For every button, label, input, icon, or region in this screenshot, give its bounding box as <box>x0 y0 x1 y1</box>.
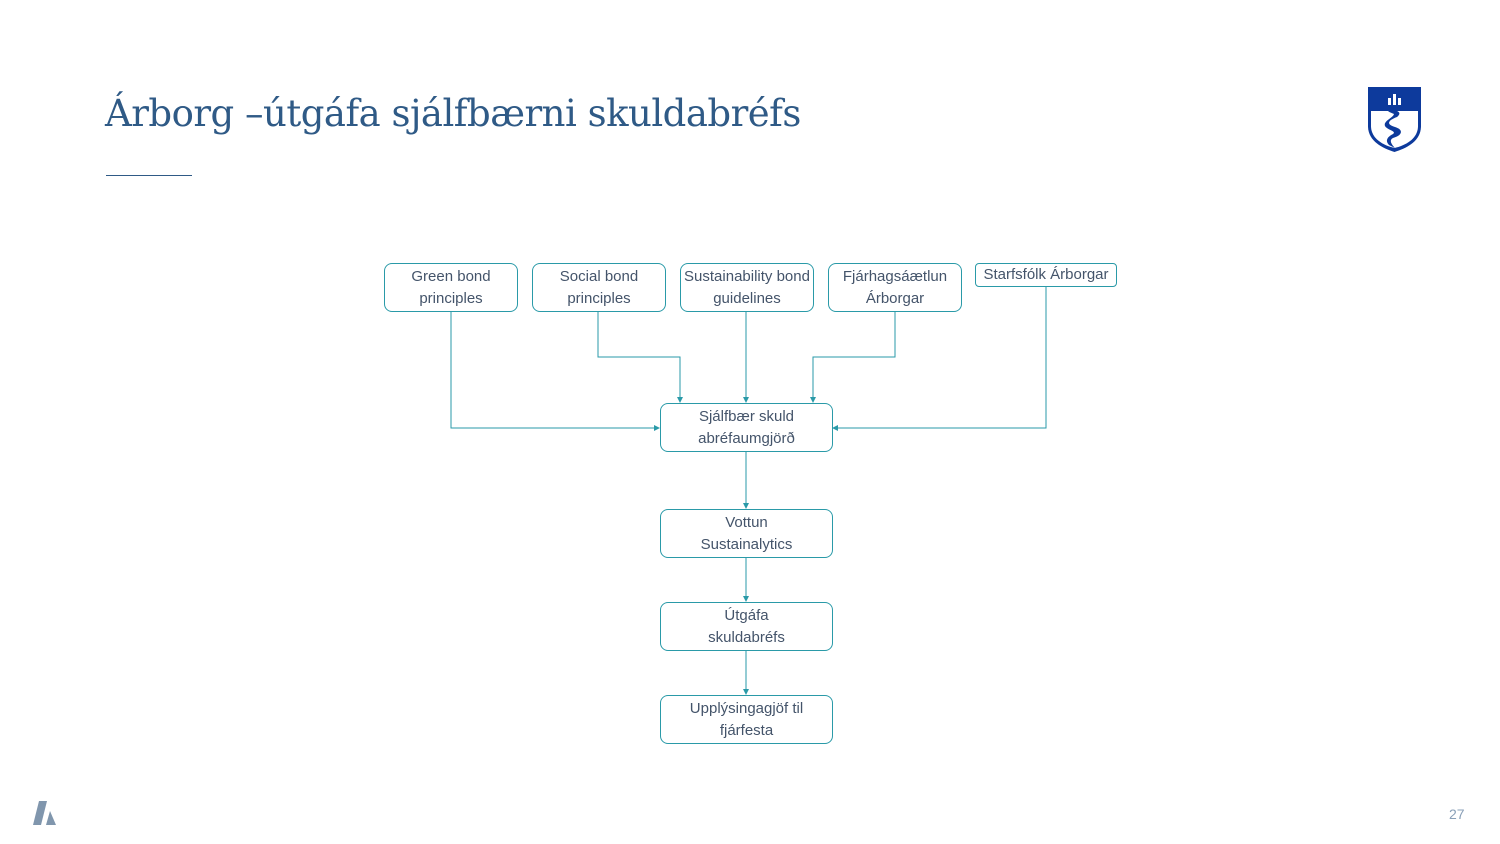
step-box-investor-info: Upplýsingagjöf til fjárfesta <box>660 695 833 744</box>
box-label: Social bond principles <box>559 267 639 307</box>
source-box-staff: Starfsfólk Árborgar <box>975 263 1117 287</box>
box-label: Upplýsingagjöf til fjárfesta <box>689 699 804 739</box>
connector-budget <box>810 311 896 403</box>
step-box-certification: Vottun Sustainalytics <box>660 509 833 558</box>
source-box-budget: Fjárhagsáætlun Árborgar <box>828 263 962 312</box>
box-label: Starfsfólk Árborgar <box>983 266 1109 283</box>
box-label: Fjárhagsáætlun Árborgar <box>842 267 948 307</box>
source-box-sustainability: Sustainability bond guidelines <box>680 263 814 312</box>
page-number: 27 <box>1449 806 1465 822</box>
connector-green <box>450 311 660 431</box>
box-label: Sustainability bond guidelines <box>684 267 810 307</box>
source-box-social-bond: Social bond principles <box>532 263 666 312</box>
page-title: Árborg –útgáfa sjálfbærni skuldabréfs <box>105 92 801 135</box>
box-label: Sjálfbær skuldabréfaumgjörð <box>698 407 795 447</box>
arborg-crest-logo <box>1368 87 1421 152</box>
connector-social <box>597 311 683 403</box>
box-label: Vottun Sustainalytics <box>700 513 793 553</box>
box-label: Green bond principles <box>411 267 491 307</box>
source-box-green-bond: Green bond principles <box>384 263 518 312</box>
box-label: Útgáfa skuldabréfs <box>708 606 785 646</box>
framework-box: Sjálfbær skuldabréfaumgjörð <box>660 403 833 452</box>
title-underline <box>106 175 192 176</box>
connector-staff <box>832 286 1047 431</box>
step-box-issuance: Útgáfa skuldabréfs <box>660 602 833 651</box>
brand-mark-icon <box>33 801 56 825</box>
